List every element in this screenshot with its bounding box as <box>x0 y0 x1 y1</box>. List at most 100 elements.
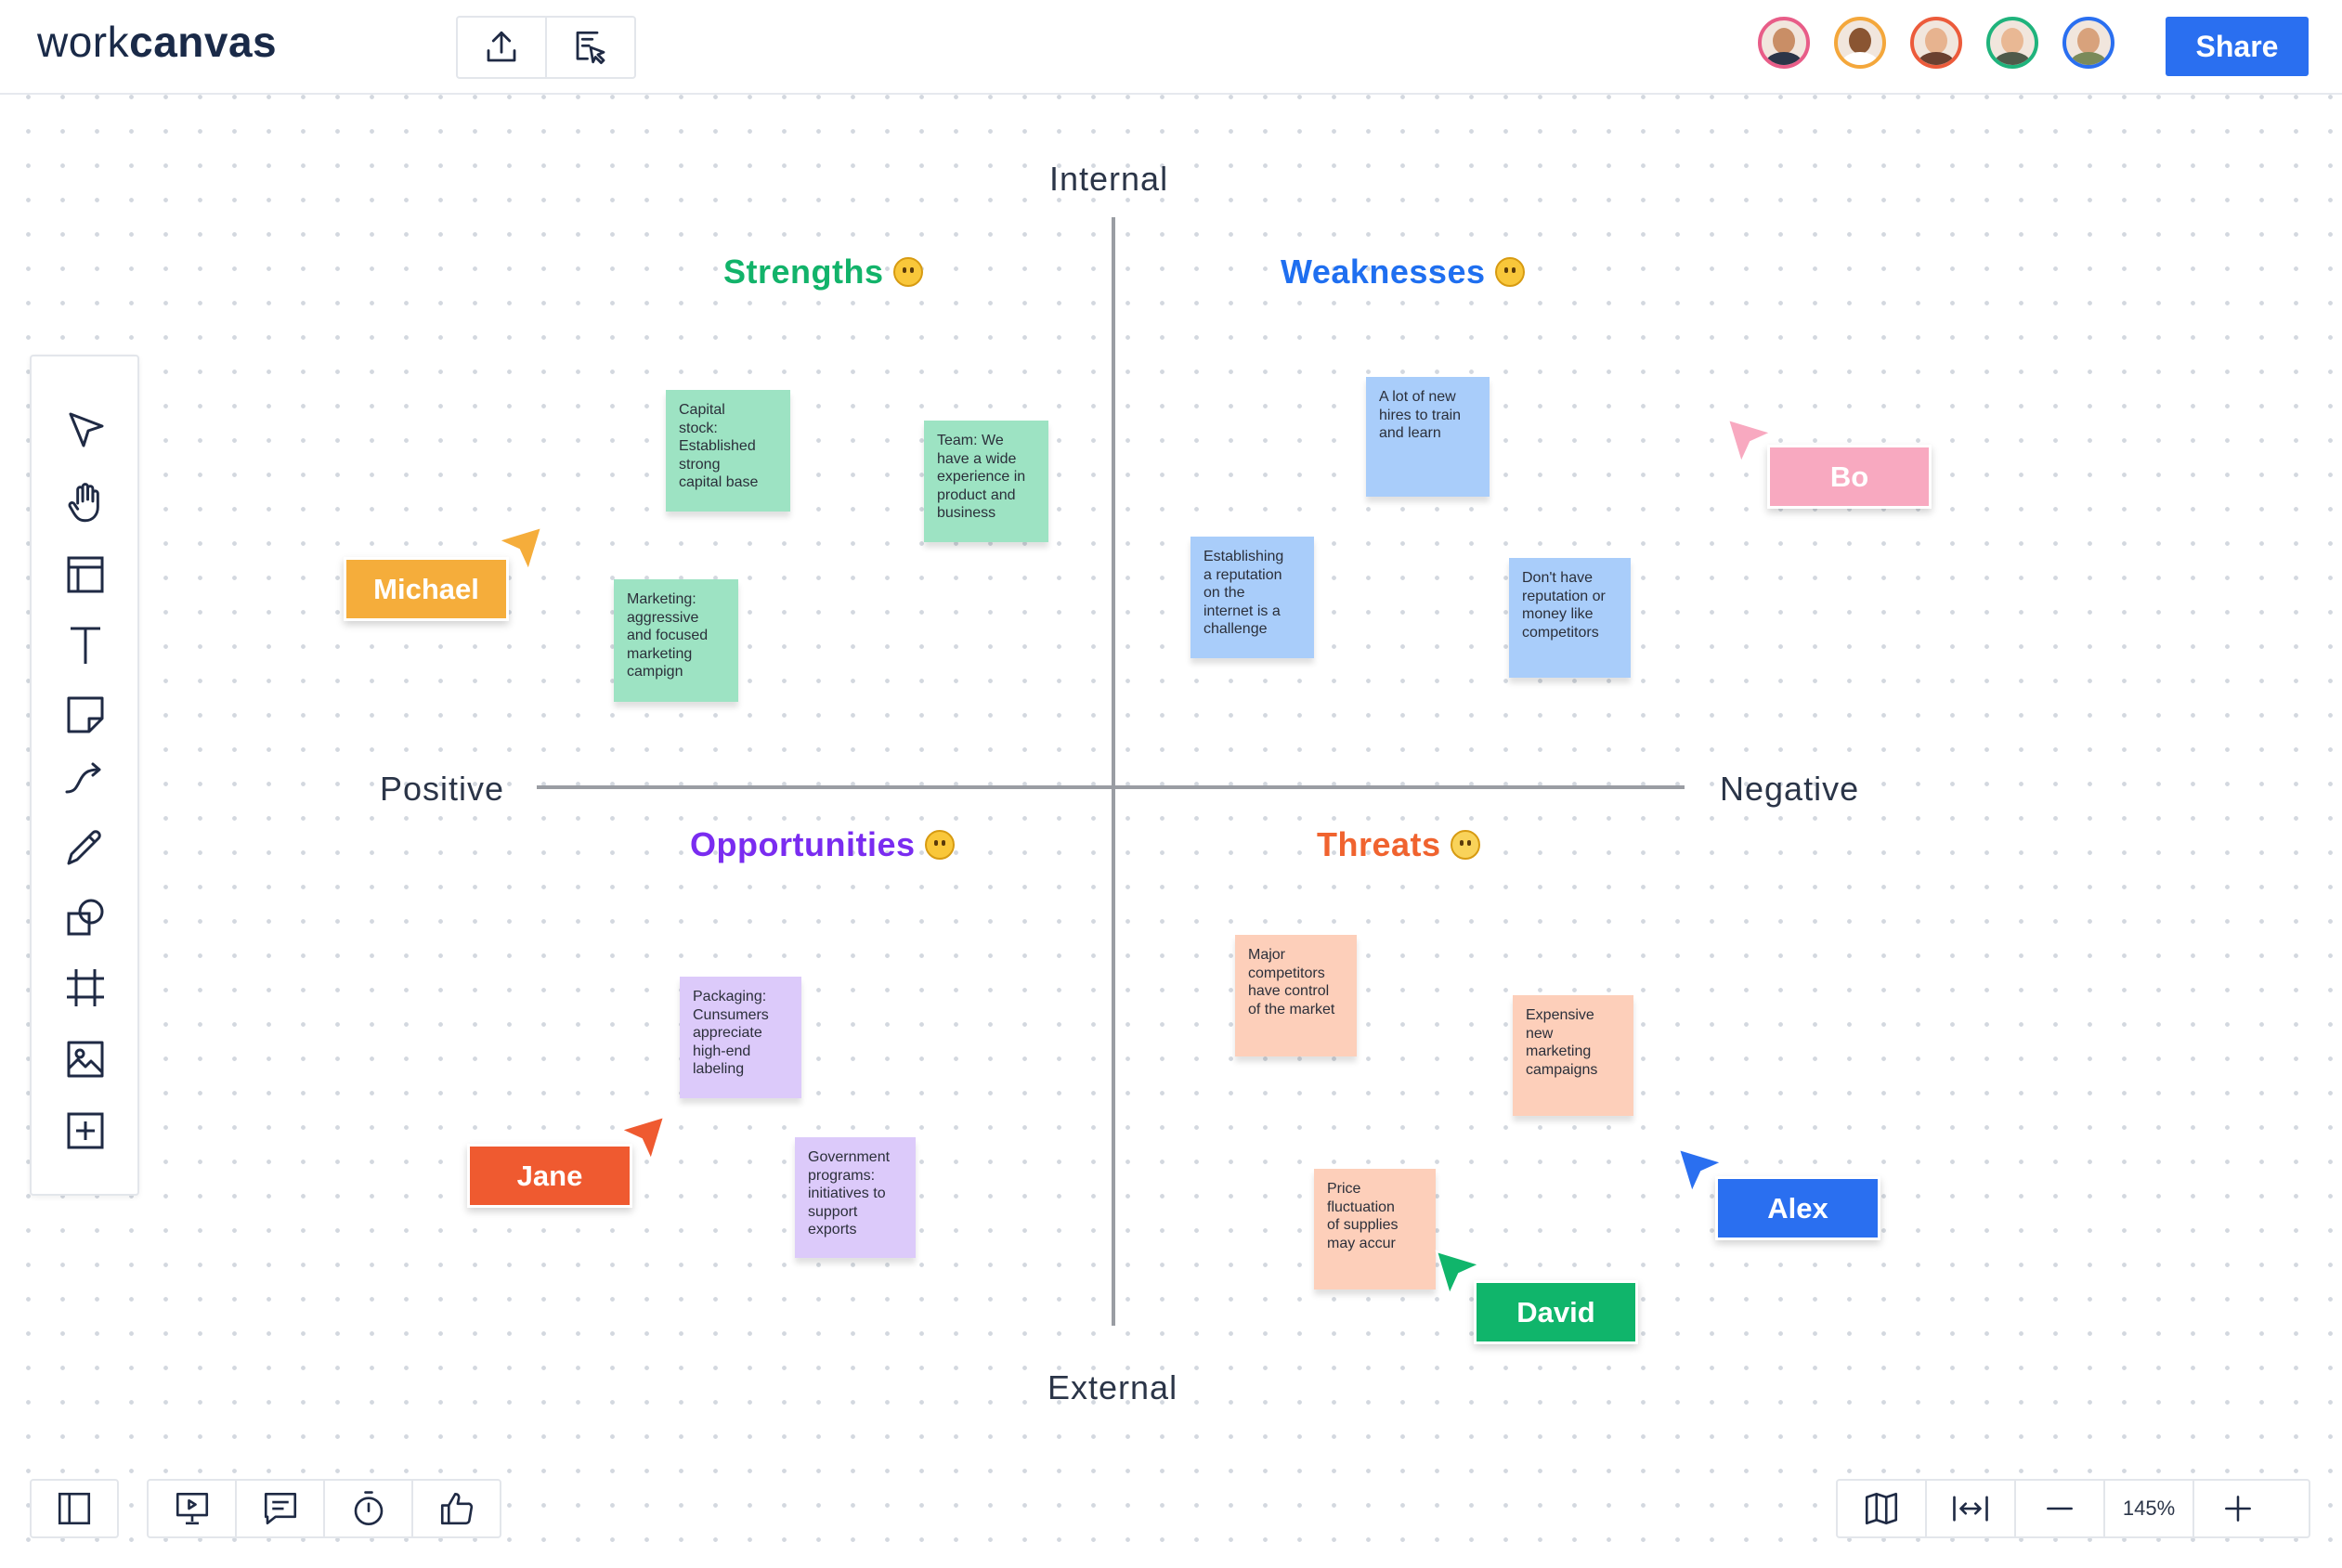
avatar[interactable] <box>1758 17 1810 69</box>
template-tool[interactable] <box>54 543 117 606</box>
sticky-note-line: support <box>808 1203 858 1220</box>
vote-button[interactable] <box>411 1481 500 1536</box>
timer-icon <box>354 1491 383 1525</box>
image-icon <box>67 1041 104 1078</box>
sticky-note-line: business <box>937 505 996 521</box>
sticky-note-line: Packaging: <box>693 989 767 1004</box>
sticky-note-line: Major <box>1248 947 1286 963</box>
opportunities-title: Opportunities <box>690 825 955 864</box>
sticky-note-line: Expensive <box>1526 1007 1594 1023</box>
sticky-note-line: have control <box>1248 983 1330 999</box>
grinning-emoji-icon <box>892 257 923 287</box>
sticky-note-line: on the <box>1204 585 1245 601</box>
sticky-note-line: hires to train <box>1379 407 1462 423</box>
pen-tool[interactable] <box>54 815 117 878</box>
sticky-note-line: and focused <box>627 628 709 643</box>
sticky-note-line: competitors <box>1522 624 1599 641</box>
sidebar-toggle-button[interactable] <box>32 1481 117 1536</box>
sticky-note-line: Established <box>679 438 756 454</box>
sticky-note-line: high-end <box>693 1043 751 1059</box>
sticky-note-line: labeling <box>693 1061 745 1077</box>
sticky-note-line: challenge <box>1204 621 1268 637</box>
sticky-note-line: Team: We <box>937 433 1004 448</box>
timer-button[interactable] <box>323 1481 411 1536</box>
minimap-button[interactable] <box>1838 1481 1925 1536</box>
cursor-arrow-icon <box>618 1115 666 1162</box>
text-icon <box>71 627 100 664</box>
zoom-level[interactable]: 145% <box>2103 1481 2192 1536</box>
plus-icon <box>2225 1496 2251 1522</box>
sticky-note-line: initiatives to <box>808 1186 886 1201</box>
sticky-note-line: reputation or <box>1522 588 1606 604</box>
share-button[interactable]: Share <box>2166 17 2309 76</box>
cursor-label-david: David <box>1474 1280 1638 1344</box>
map-icon <box>1865 1492 1898 1525</box>
vertical-axis <box>1112 217 1115 1326</box>
axis-label-external: External <box>1047 1368 1178 1406</box>
connector-line-icon <box>65 762 101 794</box>
sticky-note-line: may accur <box>1327 1235 1396 1251</box>
select-area-button[interactable] <box>545 18 634 77</box>
image-tool[interactable] <box>54 1028 117 1091</box>
horizontal-axis <box>537 785 1685 789</box>
text-tool[interactable] <box>54 614 117 677</box>
sticky-note-line: Price <box>1327 1181 1361 1197</box>
sidebar-icon <box>58 1492 91 1525</box>
sticky-note-line: product and <box>937 486 1016 503</box>
axis-label-positive: Positive <box>380 770 505 808</box>
axis-label-internal: Internal <box>1049 160 1169 198</box>
sticky-note-line: Government <box>808 1149 891 1165</box>
fit-to-screen-button[interactable] <box>1925 1481 2014 1536</box>
avatar[interactable] <box>1834 17 1886 69</box>
sticky-note-line: Don't have <box>1522 570 1593 586</box>
sticky-note-line: Cunsumers <box>693 1006 769 1023</box>
sticky-note-line: capital base <box>679 474 759 490</box>
frame-tool[interactable] <box>54 956 117 1019</box>
cursor-arrow-icon <box>1726 418 1774 465</box>
cursor-label-jane: Jane <box>467 1144 632 1208</box>
sticky-note-tool[interactable] <box>54 683 117 746</box>
sticky-note-line: competitors <box>1248 965 1325 981</box>
zoom-out-button[interactable] <box>2014 1481 2103 1536</box>
sticky-note[interactable]: Government programs: initiatives to support… <box>795 1137 916 1258</box>
shapes-icon <box>67 899 104 936</box>
present-button[interactable] <box>149 1481 235 1536</box>
collaboration-toolbar <box>147 1479 501 1538</box>
sticky-note-line: of the market <box>1248 1001 1335 1017</box>
hugging-emoji-icon <box>924 830 955 860</box>
pan-tool[interactable] <box>54 472 117 535</box>
avatar[interactable] <box>1910 17 1962 69</box>
top-toolbar <box>456 16 636 79</box>
select-tool[interactable] <box>54 399 117 462</box>
sticky-note-line: marketing <box>1526 1043 1592 1059</box>
pencil-icon <box>67 830 101 865</box>
hand-icon <box>68 483 99 523</box>
connector-tool[interactable] <box>54 747 117 810</box>
avatar[interactable] <box>2062 17 2114 69</box>
weaknesses-title: Weaknesses <box>1281 253 1525 292</box>
zoom-in-button[interactable] <box>2192 1481 2282 1536</box>
export-button[interactable] <box>458 18 545 77</box>
shape-tool[interactable] <box>54 886 117 949</box>
threats-title: Threats <box>1317 825 1480 864</box>
sticky-note-line: experience in <box>937 469 1026 485</box>
sidebar-toggle-bar <box>30 1479 119 1538</box>
avatar[interactable] <box>1986 17 2038 69</box>
sticky-note-line: programs: <box>808 1167 876 1184</box>
sticky-note-line: Establishing <box>1204 549 1284 564</box>
sticky-note-line: of supplies <box>1327 1217 1399 1233</box>
cursor-arrow-icon <box>1435 1250 1482 1297</box>
comments-button[interactable] <box>235 1481 323 1536</box>
more-tools-button[interactable] <box>54 1099 117 1162</box>
sticky-note-line: new <box>1526 1025 1554 1042</box>
sticky-note[interactable]: Major competitors have control of the marke… <box>1235 935 1357 1056</box>
